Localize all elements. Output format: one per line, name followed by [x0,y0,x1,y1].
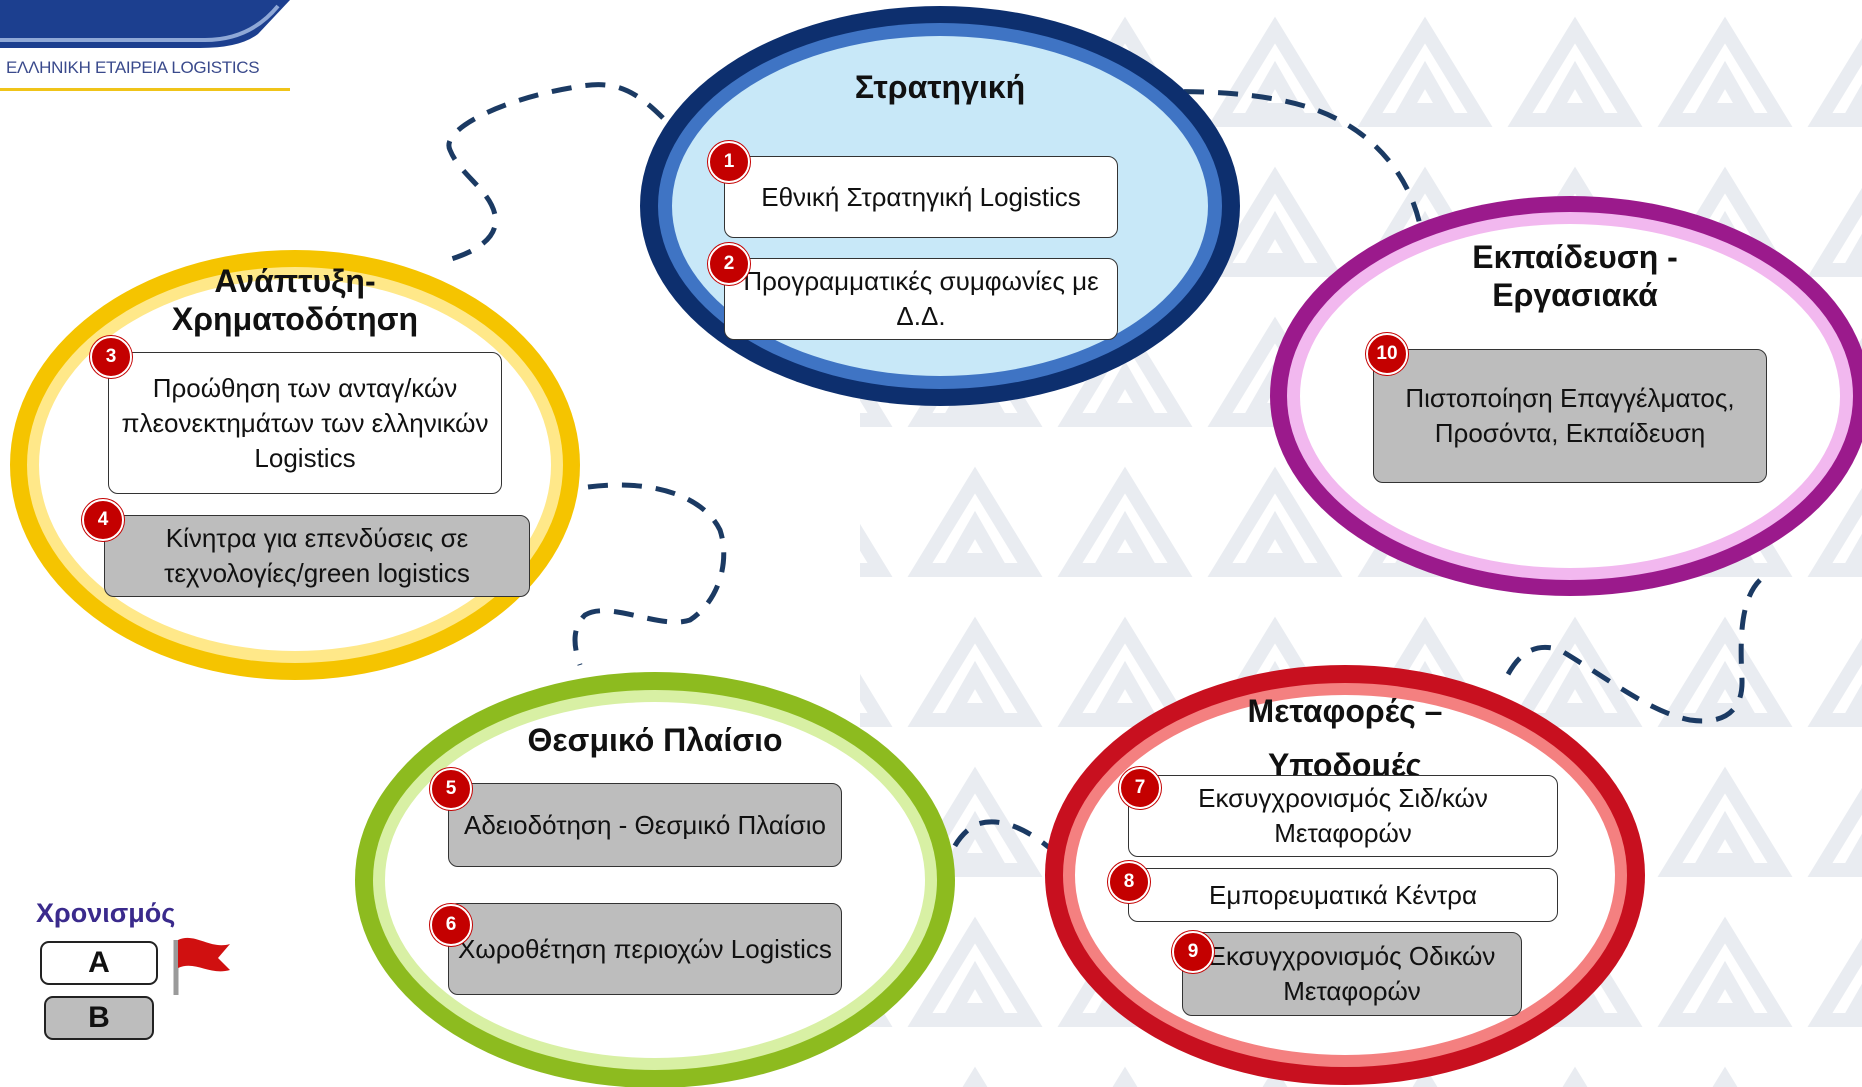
phase-a-box: A [40,941,158,985]
item-box-8: Εμπορευματικά Κέντρα [1128,868,1558,922]
item-badge-9: 9 [1172,931,1214,973]
education-title: Εκπαίδευση - Εργασιακά [1472,239,1678,313]
item-box-7: Εκσυγχρονισμός Σιδ/κών Μεταφορών [1128,775,1558,857]
item-box-2: Προγραμματικές συμφωνίες με Δ.Δ. [724,258,1118,340]
item-box-4: Κίνητρα για επενδύσεις σε τεχνολογίες/gr… [104,515,530,597]
item-badge-1: 1 [708,141,750,183]
item-box-3: Προώθηση των ανταγ/κών πλεονεκτημάτων τω… [108,352,502,494]
item-box-9: Εκσυγχρονισμός Οδικών Μεταφορών [1182,932,1522,1016]
item-badge-8: 8 [1108,861,1150,903]
development-title: Ανάπτυξη-Χρηματοδότηση [171,263,419,337]
item-badge-3: 3 [90,336,132,378]
item-box-1: Εθνική Στρατηγική Logistics [724,156,1118,238]
red-flag-icon [173,937,230,995]
company-caption: ΕΛΛΗΝΙΚΗ ΕΤΑΙΡΕΙΑ LOGISTICS [6,58,260,77]
item-badge-4: 4 [82,499,124,541]
legend-title: Χρονισμός [36,898,176,928]
item-box-6: Χωροθέτηση περιοχών Logistics [448,903,842,995]
item-badge-6: 6 [430,904,472,946]
phase-b-box: B [44,996,154,1040]
item-box-10: Πιστοποίηση Επαγγέλματος, Προσόντα, Εκπα… [1373,349,1767,483]
item-badge-2: 2 [708,243,750,285]
institutional-title: Θεσμικό Πλαίσιο [527,722,783,758]
brand-underline [0,88,290,91]
item-box-5: Αδειοδότηση - Θεσμικό Πλαίσιο [448,783,842,867]
company-logo [0,0,290,48]
item-badge-5: 5 [430,768,472,810]
strategy-title: Στρατηγική [854,69,1026,105]
item-badge-10: 10 [1366,333,1408,375]
item-badge-7: 7 [1119,767,1161,809]
